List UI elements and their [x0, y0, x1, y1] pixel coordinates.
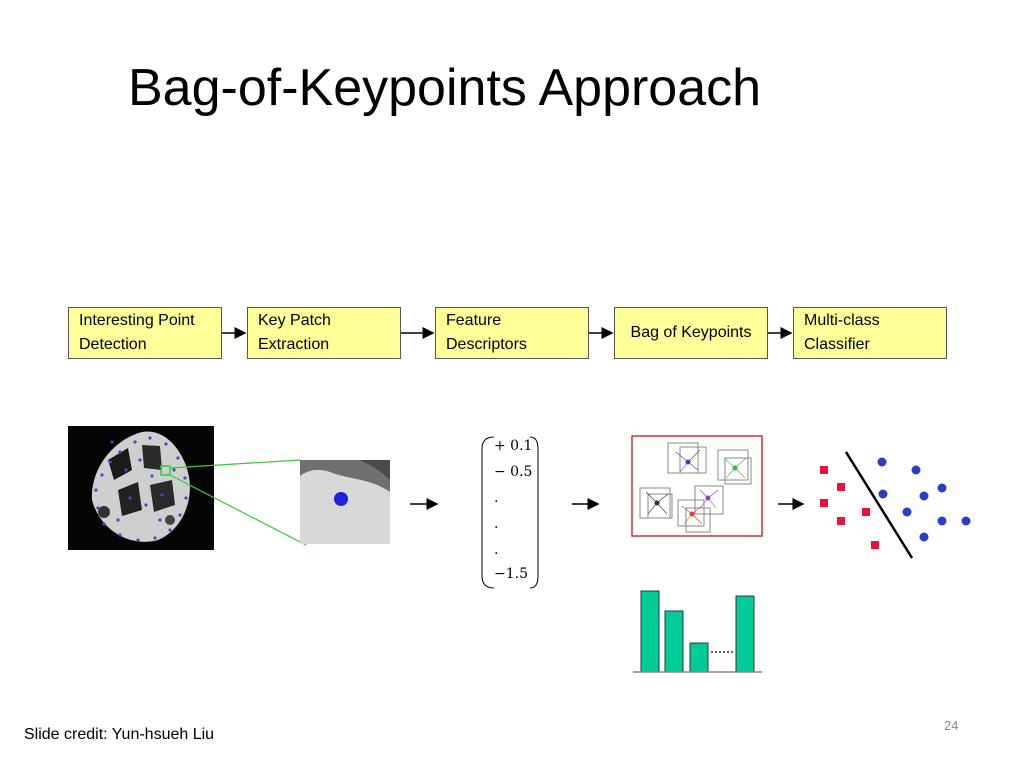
classifier-scatter [820, 451, 971, 559]
class-b-point [902, 507, 912, 517]
vector-entry: − 0.5 [494, 464, 533, 480]
histogram-bar [735, 595, 755, 673]
class-b-point [937, 516, 947, 526]
class-a-point [862, 508, 870, 516]
class-b-point [919, 491, 929, 501]
step-bag-of-keypoints: Bag of Keypoints [614, 307, 768, 359]
histogram [633, 590, 762, 673]
step-label: Key Patch Extraction [258, 312, 331, 353]
zoom-line [169, 459, 301, 469]
vector-bracket-left [481, 436, 495, 589]
class-a-point [820, 499, 828, 507]
step-label: Multi-class Classifier [804, 312, 880, 353]
class-a-point [871, 541, 879, 549]
step-feature-descriptors: Feature Descriptors [435, 307, 589, 359]
slide-credit: Slide credit: Yun-hsueh Liu [24, 726, 215, 743]
class-b-point [911, 465, 921, 475]
vector-entry: . [494, 490, 499, 506]
class-b-point [878, 489, 888, 499]
class-b-point [961, 516, 971, 526]
step-label: Interesting Point Detection [79, 312, 195, 353]
step-multi-class-classifier: Multi-class Classifier [793, 307, 947, 359]
histogram-bar [689, 642, 709, 673]
class-a-point [820, 466, 828, 474]
key-patch-image [300, 460, 390, 544]
vector-bracket-right [529, 436, 539, 589]
step-key-patch-extraction: Key Patch Extraction [247, 307, 401, 359]
bag-of-keypoints-clusters [631, 435, 763, 537]
vector-entry: −1.5 [494, 566, 528, 582]
class-a-point [837, 483, 845, 491]
class-a-point [837, 517, 845, 525]
vector-entry: + 0.1 [494, 438, 533, 454]
vector-entry: . [494, 516, 499, 532]
zoom-line [169, 474, 307, 546]
class-b-point [919, 532, 929, 542]
step-interesting-point-detection: Interesting Point Detection [68, 307, 222, 359]
histogram-bar [640, 590, 660, 673]
descriptor-vector: + 0.1 − 0.5 . . . −1.5 [480, 434, 550, 590]
slide-title: Bag-of-Keypoints Approach [128, 59, 762, 117]
step-label: Bag of Keypoints [630, 324, 752, 341]
decision-boundary [844, 451, 914, 559]
class-b-point [937, 483, 947, 493]
vector-entry: . [494, 542, 499, 558]
step-label: Feature Descriptors [446, 312, 527, 353]
page-number: 24 [944, 718, 959, 733]
histogram-bar [664, 610, 684, 673]
keypoint-image [68, 426, 214, 550]
class-b-point [877, 457, 887, 467]
